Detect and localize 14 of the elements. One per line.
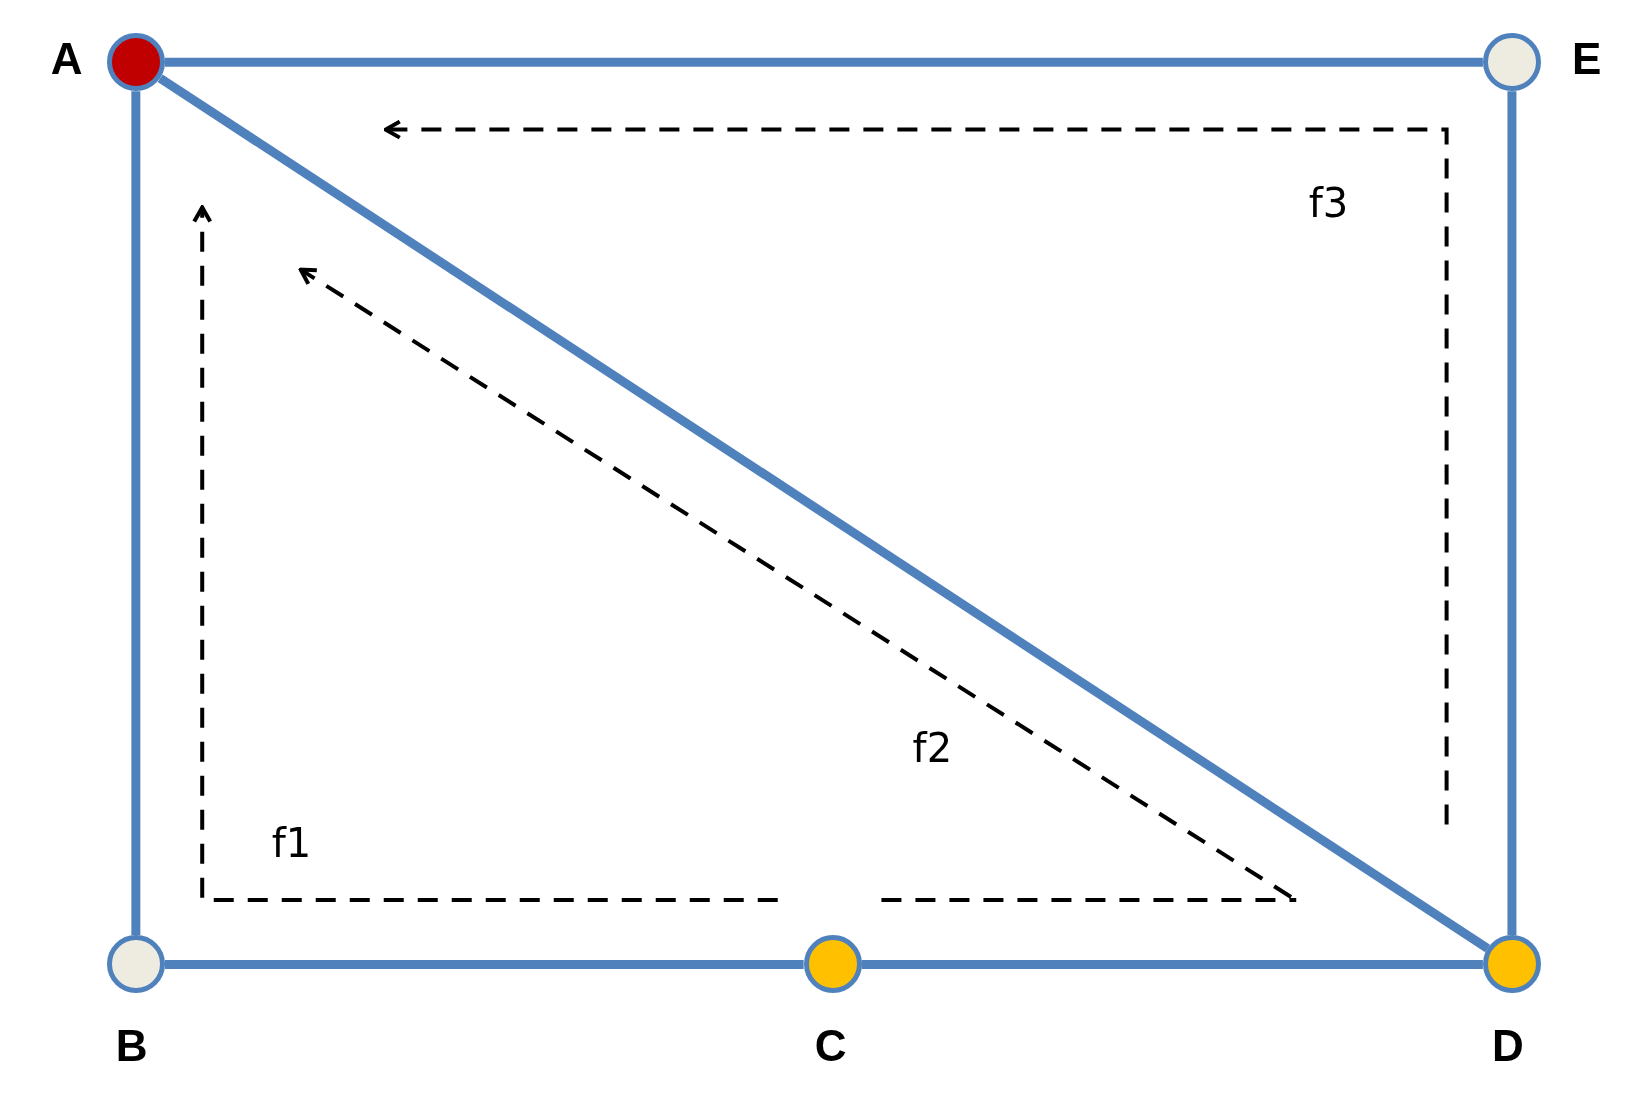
connector-line [1507, 91, 1517, 936]
connector-line [164, 57, 1483, 67]
flow-label: f2 [912, 725, 953, 770]
node-label: B [115, 1024, 148, 1069]
flow-label: f3 [1308, 181, 1349, 226]
connector-line [164, 959, 804, 969]
connector-line [131, 91, 141, 936]
node-label: A [50, 37, 83, 82]
node-label: D [1491, 1024, 1524, 1069]
flow-label: f1 [271, 821, 312, 866]
connector-line [157, 74, 1491, 953]
node-label: C [814, 1024, 847, 1069]
connector-line [861, 959, 1483, 969]
node-label: E [1571, 37, 1602, 82]
